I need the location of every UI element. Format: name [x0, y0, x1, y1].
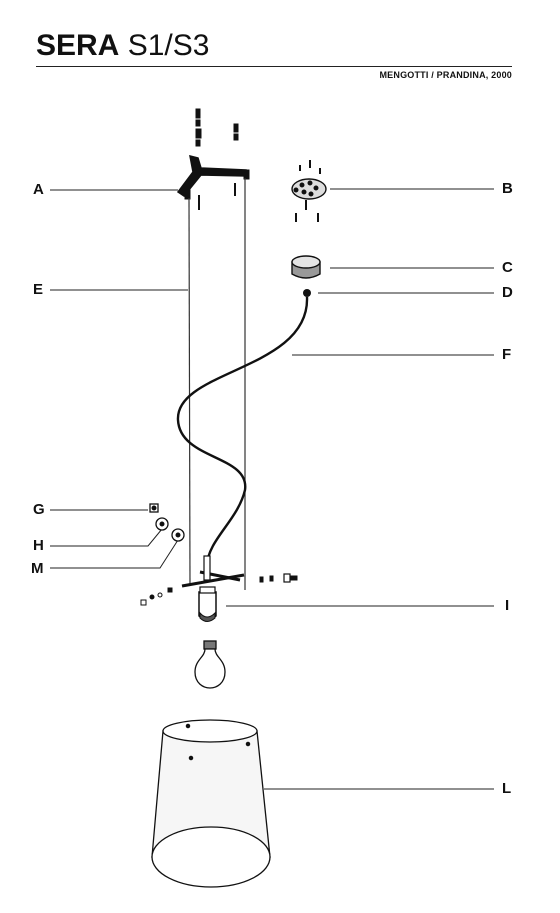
title-rule [36, 66, 512, 67]
product-name: SERA [36, 29, 120, 62]
light-bulb [194, 640, 226, 689]
product-model: S1/S3 [127, 29, 210, 62]
label-h: H [33, 537, 44, 554]
label-c: C [502, 259, 513, 276]
ceiling-bracket [176, 108, 250, 210]
leader-h [50, 528, 163, 547]
lamp-holder [140, 555, 298, 622]
power-cable [176, 296, 309, 566]
designer-credit: MENGOTTI / PRANDINA, 2000 [379, 70, 512, 80]
label-b: B [502, 180, 513, 197]
lamp-shade [151, 719, 271, 888]
label-m: M [31, 560, 44, 577]
small-hardware [149, 503, 185, 542]
cable-gland [303, 289, 311, 297]
label-f: F [502, 346, 512, 363]
leader-lines [50, 188, 494, 790]
label-a: A [33, 181, 44, 198]
product-title: SERA S1/S3 [36, 28, 209, 64]
leader-m [50, 539, 179, 569]
ceiling-plate [291, 160, 327, 222]
label-l: L [502, 780, 512, 797]
suspension-wires [188, 178, 246, 590]
label-d: D [502, 284, 513, 301]
label-e: E [33, 281, 44, 298]
label-g: G [33, 501, 45, 518]
label-i: I [505, 597, 510, 614]
canopy [291, 255, 321, 279]
